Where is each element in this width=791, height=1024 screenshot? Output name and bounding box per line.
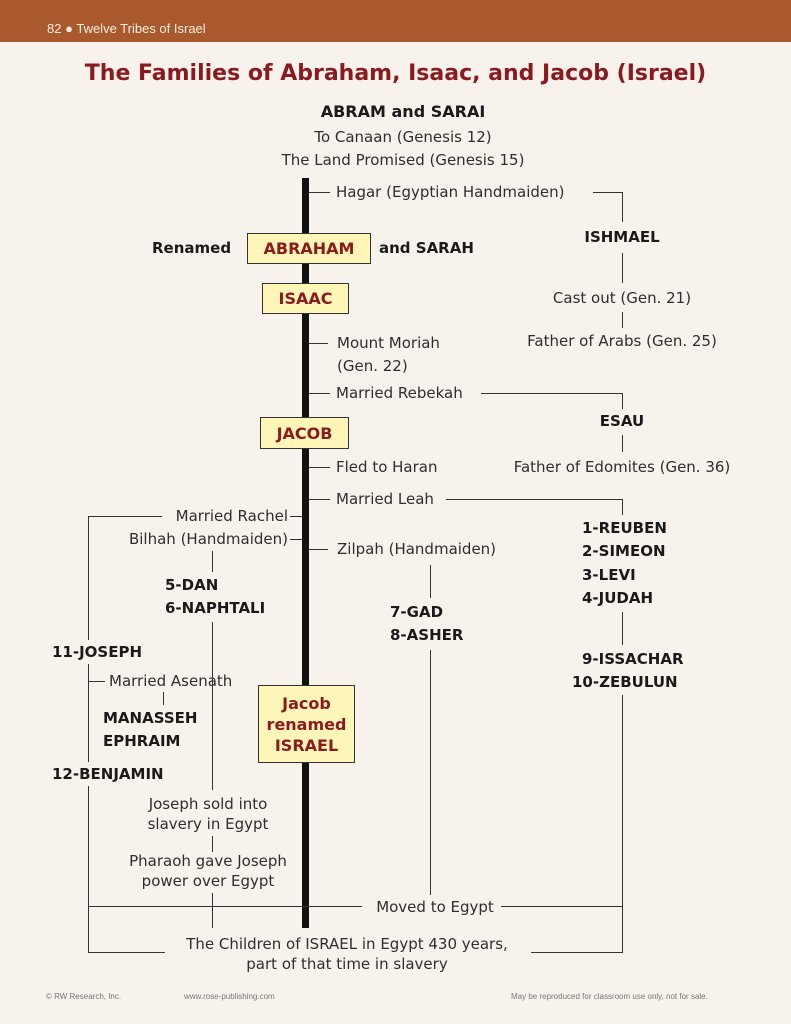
connector-line	[309, 393, 330, 395]
abraham-name: ABRAHAM	[263, 239, 355, 258]
header-band	[0, 0, 791, 42]
publisher-url[interactable]: www.rose-publishing.com	[184, 992, 275, 1001]
joseph: 11-JOSEPH	[52, 643, 143, 661]
moved-to-egypt: Moved to Egypt	[376, 898, 494, 916]
connector-line	[622, 253, 624, 283]
abram-sarai: ABRAM and SARAI	[320, 102, 486, 121]
connector-line	[212, 893, 214, 928]
connector-line	[88, 516, 90, 640]
connector-line	[212, 551, 214, 572]
connector-line	[622, 695, 624, 953]
and-sarah: and SARAH	[379, 239, 474, 257]
abraham-box: ABRAHAM	[247, 233, 371, 264]
reproduction-notice: May be reproduced for classroom use only…	[511, 992, 708, 1001]
bilhah-son: 6-NAPHTALI	[165, 599, 266, 617]
pharaoh-gave-2: power over Egypt	[141, 872, 275, 890]
married-asenath: Married Asenath	[109, 672, 233, 690]
connector-line	[212, 622, 214, 790]
connector-line	[622, 499, 624, 515]
benjamin: 12-BENJAMIN	[52, 765, 164, 783]
father-of-arabs: Father of Arabs (Gen. 25)	[527, 332, 717, 350]
joseph-sold: Joseph sold into	[148, 795, 268, 813]
married-leah: Married Leah	[336, 490, 434, 508]
connector-line	[531, 952, 623, 954]
connector-line	[309, 467, 330, 469]
zilpah: Zilpah (Handmaiden)	[337, 540, 497, 558]
renamed-label: Renamed	[152, 239, 232, 257]
connector-line	[593, 192, 623, 194]
connector-line	[88, 664, 90, 762]
leah-son: 9-ISSACHAR	[582, 650, 684, 668]
bilhah: Bilhah (Handmaiden)	[128, 530, 288, 548]
zilpah-son: 7-GAD	[390, 603, 444, 621]
to-canaan: To Canaan (Genesis 12)	[314, 128, 492, 146]
children-of-israel: The Children of ISRAEL in Egypt 430 year…	[186, 935, 508, 953]
joseph-sold-2: slavery in Egypt	[147, 815, 269, 833]
bullet-icon: ●	[65, 21, 73, 36]
land-promised: The Land Promised (Genesis 15)	[281, 151, 525, 169]
esau: ESAU	[599, 412, 645, 430]
leah-son: 4-JUDAH	[582, 589, 654, 607]
connector-line	[622, 312, 624, 328]
israel-line: Jacob	[282, 693, 331, 713]
connector-line	[622, 192, 624, 222]
jacob-box: JACOB	[260, 417, 349, 449]
connector-line	[290, 539, 302, 541]
connector-line	[309, 549, 328, 551]
connector-line	[481, 393, 623, 395]
children-of-israel-2: part of that time in slavery	[246, 955, 448, 973]
leah-son: 3-LEVI	[582, 566, 636, 584]
connector-line	[501, 906, 623, 908]
leah-son: 10-ZEBULUN	[572, 673, 678, 691]
leah-son: 2-SIMEON	[582, 542, 666, 560]
father-of-edomites: Father of Edomites (Gen. 36)	[513, 458, 731, 476]
hagar: Hagar (Egyptian Handmaiden)	[336, 183, 565, 201]
connector-line	[309, 499, 330, 501]
isaac-name: ISAAC	[278, 289, 333, 308]
connector-line	[88, 906, 362, 908]
connector-line	[622, 393, 624, 409]
running-header: 82 ● Twelve Tribes of Israel	[47, 21, 206, 36]
isaac-box: ISAAC	[262, 283, 349, 314]
ephraim: EPHRAIM	[103, 732, 181, 750]
connector-line	[290, 516, 302, 518]
section-title: Twelve Tribes of Israel	[76, 21, 206, 36]
israel-box: Jacob renamed ISRAEL	[258, 685, 355, 763]
connector-line	[88, 681, 105, 683]
mount-moriah: Mount Moriah	[337, 334, 440, 352]
connector-line	[163, 692, 165, 705]
leah-son: 1-REUBEN	[582, 519, 667, 537]
fled-to-haran: Fled to Haran	[336, 458, 438, 476]
zilpah-son: 8-ASHER	[390, 626, 464, 644]
connector-line	[309, 343, 328, 345]
connector-line	[88, 952, 165, 954]
connector-line	[309, 192, 330, 194]
connector-line	[88, 786, 90, 953]
married-rebekah: Married Rebekah	[336, 384, 463, 402]
married-rachel: Married Rachel	[175, 507, 288, 525]
israel-line: renamed	[266, 714, 347, 734]
connector-line	[212, 836, 214, 852]
israel-line: ISRAEL	[274, 735, 339, 755]
connector-line	[88, 516, 162, 518]
main-lineage-line	[302, 178, 309, 928]
cast-out: Cast out (Gen. 21)	[552, 289, 692, 307]
page-title: The Families of Abraham, Isaac, and Jaco…	[84, 61, 707, 86]
pharaoh-gave: Pharaoh gave Joseph	[129, 852, 287, 870]
page-number: 82	[47, 21, 62, 36]
connector-line	[446, 499, 623, 501]
connector-line	[622, 435, 624, 452]
manasseh: MANASSEH	[103, 709, 198, 727]
connector-line	[430, 565, 432, 598]
connector-line	[430, 650, 432, 895]
mount-moriah-ref: (Gen. 22)	[337, 357, 408, 375]
jacob-name: JACOB	[276, 423, 333, 443]
copyright: © RW Research, Inc.	[46, 992, 122, 1001]
connector-line	[622, 612, 624, 645]
ishmael: ISHMAEL	[584, 228, 660, 246]
bilhah-son: 5-DAN	[165, 576, 219, 594]
